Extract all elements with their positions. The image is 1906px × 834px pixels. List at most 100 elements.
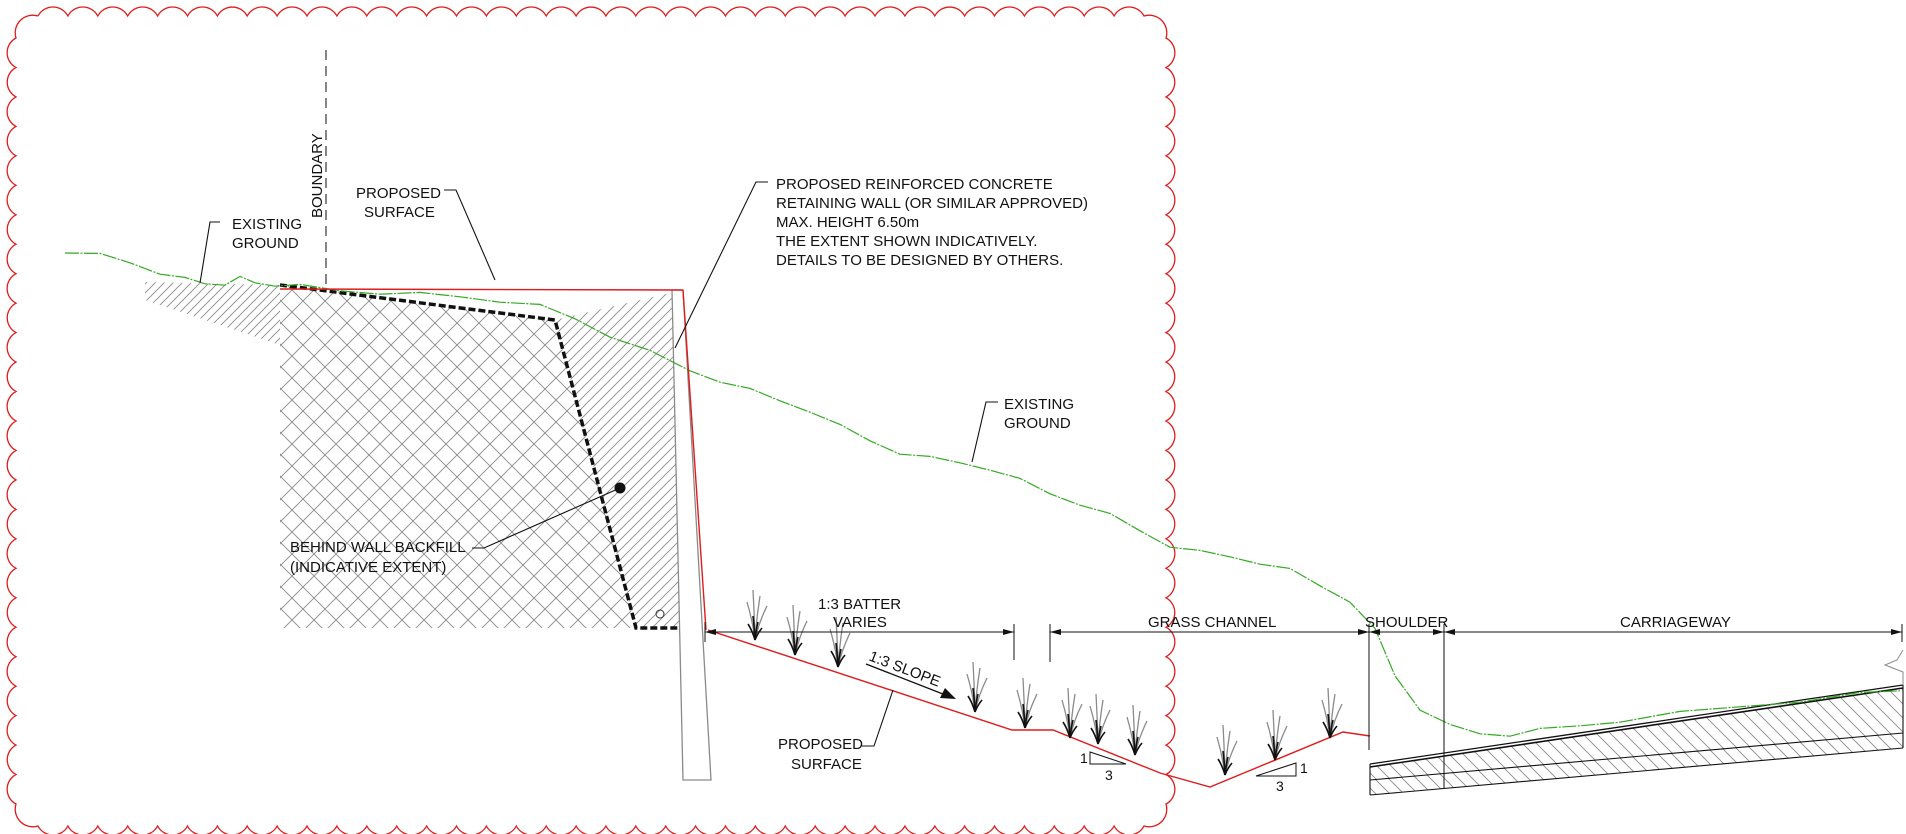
grass-tuft [966,661,988,713]
hatch-line [303,285,636,628]
hatch-line [579,290,683,628]
hatch-line [656,280,1006,630]
hatch-line [1463,733,1537,795]
hatch-line [722,280,1072,630]
hatch-line [280,285,479,628]
hatch-line [678,280,1028,630]
hatch-line [280,285,523,628]
hatch-line [145,282,218,345]
hatch-line [555,290,616,628]
hatch-line [280,285,611,628]
batter-label-2: VARIES [833,614,887,631]
hatch-line [567,285,636,628]
hatch-line [555,290,636,628]
hatch-line [950,285,1295,630]
hatch-line [964,280,1314,630]
hatch-line [280,285,435,628]
hatch-line [559,290,683,628]
hatch-line [280,285,303,628]
hatch-line [970,285,1315,630]
hatch-line [900,285,1245,630]
dimension-lines [704,622,1903,755]
hatch-line [788,280,1138,630]
hatch-line [1370,688,1467,780]
hatch-line [740,285,1085,630]
hatch-line [501,285,636,628]
hatch-line [280,285,303,628]
hatch-line [280,285,545,628]
hatch-line [656,280,1006,630]
hatch-line [555,290,683,628]
hatch-line [766,280,1116,630]
proposed-surface-top-label-2: SURFACE [364,204,435,221]
slope-arrow-head [940,688,956,699]
grass-blade-dark [754,627,763,641]
hatch-line [1668,688,1775,780]
hatch-line [280,285,413,628]
hatch-line [280,285,369,628]
hatch-line [1374,688,1481,780]
hatch-line [1500,688,1607,780]
hatch-line [669,290,683,628]
hatch-line [1883,733,1903,795]
hatch-line [700,280,1050,630]
hatch-line [159,282,236,345]
hatch-line [195,282,272,345]
grass-tuft [1216,724,1238,776]
hatch-line [280,285,589,628]
grass-tuft [786,604,808,656]
hatch-line [145,282,182,345]
ratio-right-run: 3 [1276,778,1284,794]
hatch-line [1701,733,1775,795]
hatch-line [555,290,683,628]
grass-blade-dark [837,654,846,668]
hatch-line [980,285,1325,630]
slope-arrow [865,663,956,699]
hatch-line [1645,733,1719,795]
hatch-line [920,285,1265,630]
hatch-line [555,290,586,628]
hatch-line [1589,733,1663,795]
hatch-line [325,285,636,628]
dim-arrow [1444,629,1455,635]
hatch-line [555,290,683,628]
batter-label-1: 1:3 BATTER [818,596,901,613]
hatch-line [555,290,683,628]
pavement-layer-line [1369,732,1904,781]
hatch-line [589,290,683,628]
hatch-line [1631,733,1705,795]
hatch-line [920,280,1270,630]
retaining-wall [655,289,712,781]
hatch-line [898,280,1248,630]
grass-vegetation [746,589,1343,776]
hatch-line [1878,688,1903,780]
dim-arrow [1358,629,1369,635]
hatch-line [832,280,1182,630]
hatch-line [678,280,1028,630]
hatch-line [555,290,683,628]
hatch-line [555,290,683,628]
hatch-line [555,290,683,628]
hatch-line [280,285,325,628]
pavement-top-line [1369,687,1904,768]
hatch-line [1388,688,1495,780]
grass-blade-dark [974,699,983,713]
hatch-line [722,280,1072,630]
hatch-line [1673,733,1747,795]
hatch-line [1010,285,1355,630]
grass-blade-dark [1274,747,1283,761]
hatch-line [555,290,666,628]
hatch-line [1370,688,1453,780]
hatch-line [1561,733,1635,795]
hatch-line [555,290,683,628]
hatch-line [850,285,1195,630]
hatch-line [599,290,683,628]
wall-note-line-4: THE EXTENT SHOWN INDICATIVELY. [776,233,1037,250]
hatch-line [960,285,1305,630]
hatch-line [1696,688,1803,780]
ratio-triangle-right [1255,762,1297,777]
hatch-line [280,285,457,628]
dim-arrow [1891,629,1902,635]
grass-blade-dark [794,642,803,656]
